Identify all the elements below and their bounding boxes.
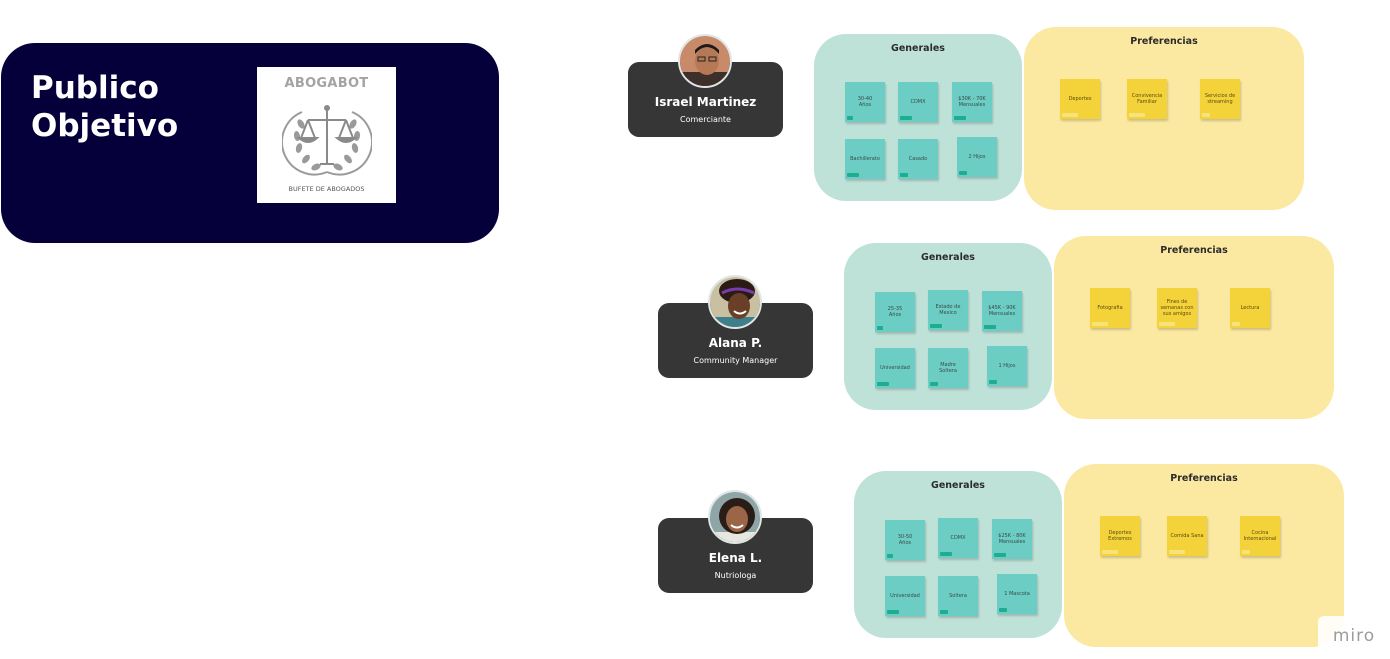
sticky-note[interactable]: $30K - 70K Mensuales	[952, 82, 992, 122]
board-title: Publico Objetivo	[31, 70, 179, 144]
sticky-note[interactable]: Deportes	[1060, 79, 1100, 119]
sticky-note[interactable]: Fotografia	[1090, 288, 1130, 328]
sticky-note[interactable]: Cocina Internacional	[1240, 516, 1280, 556]
sticky-note[interactable]: $25K - 80K Mensuales	[992, 519, 1032, 559]
persona-role: Comerciante	[680, 115, 731, 124]
persona-name: Israel Martinez	[654, 95, 757, 109]
frame-title: Preferencias	[1130, 36, 1198, 47]
persona-name: Elena L.	[708, 551, 763, 565]
sticky-note[interactable]: 30-50 Años	[885, 520, 925, 560]
generales-frame[interactable]: Generales 30-40 Años CDMX $30K - 70K Men…	[814, 34, 1022, 201]
sticky-note[interactable]: Bachillerato	[845, 139, 885, 179]
persona-role: Nutriologa	[714, 571, 757, 580]
sticky-note[interactable]: Casado	[898, 139, 938, 179]
sticky-note[interactable]: 2 Hijos	[957, 137, 997, 177]
sticky-note[interactable]: 25-35 Años	[875, 292, 915, 332]
title-card[interactable]: Publico Objetivo ABOGABOT	[1, 43, 499, 243]
sticky-note[interactable]: Madre Soltera	[928, 348, 968, 388]
preferencias-frame[interactable]: Preferencias Deportes Convivencia Famili…	[1024, 27, 1304, 210]
scales-of-justice-icon	[282, 105, 372, 176]
generales-frame[interactable]: Generales 25-35 Años Estado de Mexico $4…	[844, 243, 1052, 410]
sticky-note[interactable]: Fines de semanas con sus amigos	[1157, 288, 1197, 328]
sticky-note[interactable]: Universidad	[885, 576, 925, 616]
sticky-note[interactable]: Deportes Extremos	[1100, 516, 1140, 556]
frame-title: Preferencias	[1170, 473, 1238, 484]
persona-avatar[interactable]	[708, 490, 762, 544]
persona-role: Community Manager	[693, 356, 778, 365]
sticky-note[interactable]: $45K - 90K Mensuales	[982, 291, 1022, 331]
logo-subtitle: BUFETE DE ABOGADOS	[288, 185, 365, 193]
sticky-note[interactable]: Soltera	[938, 576, 978, 616]
persona-name: Alana P.	[708, 336, 763, 350]
logo-name: ABOGABOT	[284, 76, 369, 91]
sticky-note[interactable]: 30-40 Años	[845, 82, 885, 122]
frame-title: Generales	[931, 480, 985, 491]
sticky-note[interactable]: CDMX	[938, 518, 978, 558]
generales-frame[interactable]: Generales 30-50 Años CDMX $25K - 80K Men…	[854, 471, 1062, 638]
abogabot-logo[interactable]: ABOGABOT	[257, 67, 396, 203]
sticky-note[interactable]: CDMX	[898, 82, 938, 122]
frame-title: Generales	[921, 252, 975, 263]
sticky-note[interactable]: Lectura	[1230, 288, 1270, 328]
preferencias-frame[interactable]: Preferencias Fotografia Fines de semanas…	[1054, 236, 1334, 419]
sticky-note[interactable]: Convivencia Familiar	[1127, 79, 1167, 119]
sticky-note[interactable]: Servicios de streaming	[1200, 79, 1240, 119]
sticky-note[interactable]: 1 Hijos	[987, 346, 1027, 386]
sticky-note[interactable]: 1 Mascota	[997, 574, 1037, 614]
frame-title: Generales	[891, 43, 945, 54]
sticky-note[interactable]: Comida Sana	[1167, 516, 1207, 556]
preferencias-frame[interactable]: Preferencias Deportes Extremos Comida Sa…	[1064, 464, 1344, 647]
frame-title: Preferencias	[1160, 245, 1228, 256]
sticky-note[interactable]: Universidad	[875, 348, 915, 388]
miro-watermark: miro	[1318, 616, 1390, 656]
persona-avatar[interactable]	[678, 34, 732, 88]
persona-avatar[interactable]	[708, 275, 762, 329]
sticky-note[interactable]: Estado de Mexico	[928, 290, 968, 330]
